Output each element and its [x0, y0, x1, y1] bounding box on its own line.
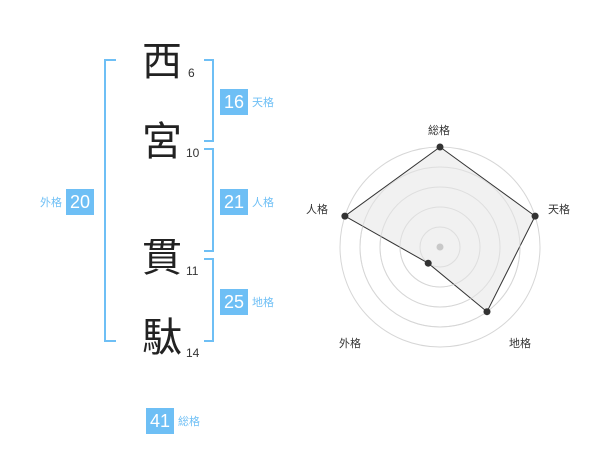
jinkaku-label: 人格	[252, 196, 274, 209]
jinkaku-bracket	[204, 148, 214, 252]
radar-point-0	[436, 143, 444, 151]
radar-svg	[339, 143, 541, 348]
radar-ring-overlay-1	[419, 226, 461, 268]
radar-axis-label-1: 天格	[548, 203, 570, 216]
chikaku-bracket	[204, 258, 214, 342]
stroke-count-4: 14	[186, 346, 200, 360]
name-char-1: 西	[142, 39, 182, 85]
jinkaku-badge: 21 人格	[220, 189, 274, 215]
radar-point-4	[341, 212, 349, 220]
stroke-count-2: 10	[186, 146, 200, 160]
radar-point-1	[531, 212, 539, 220]
jinkaku-value: 21	[220, 189, 248, 215]
chikaku-badge: 25 地格	[220, 289, 274, 315]
chikaku-value: 25	[220, 289, 248, 315]
radar-center-dot	[436, 243, 444, 251]
radar-ring-overlay-2	[399, 206, 481, 288]
gaikaku-bracket	[104, 59, 116, 342]
stroke-count-3: 11	[186, 264, 199, 278]
radar-point-2	[483, 308, 491, 316]
soukaku-badge: 41 総格	[146, 408, 200, 434]
radar-axis-label-2: 地格	[509, 337, 531, 350]
radar-axis-label-0: 総格	[428, 124, 450, 137]
tenkaku-bracket	[204, 59, 214, 142]
gaikaku-value: 20	[66, 189, 94, 215]
chikaku-label: 地格	[252, 296, 274, 309]
name-char-2: 宮	[142, 119, 182, 165]
radar-ring-overlay-4	[359, 166, 521, 328]
radar-ring-overlay-3	[379, 186, 501, 308]
soukaku-value: 41	[146, 408, 174, 434]
gaikaku-label: 外格	[40, 196, 62, 209]
soukaku-label: 総格	[178, 415, 200, 428]
radar-axis-label-3: 外格	[339, 337, 361, 350]
tenkaku-value: 16	[220, 89, 248, 115]
gaikaku-badge: 外格 20	[40, 189, 94, 215]
radar-axis-label-4: 人格	[306, 203, 328, 216]
name-char-4: 駄	[142, 315, 182, 361]
fortune-radar-chart: 総格 天格 地格 外格 人格	[300, 110, 580, 380]
radar-data-polygon	[343, 146, 536, 313]
tenkaku-badge: 16 天格	[220, 89, 274, 115]
stroke-count-1: 6	[188, 66, 195, 80]
tenkaku-label: 天格	[252, 96, 274, 109]
radar-point-3	[424, 259, 432, 267]
name-char-3: 貫	[142, 235, 182, 281]
